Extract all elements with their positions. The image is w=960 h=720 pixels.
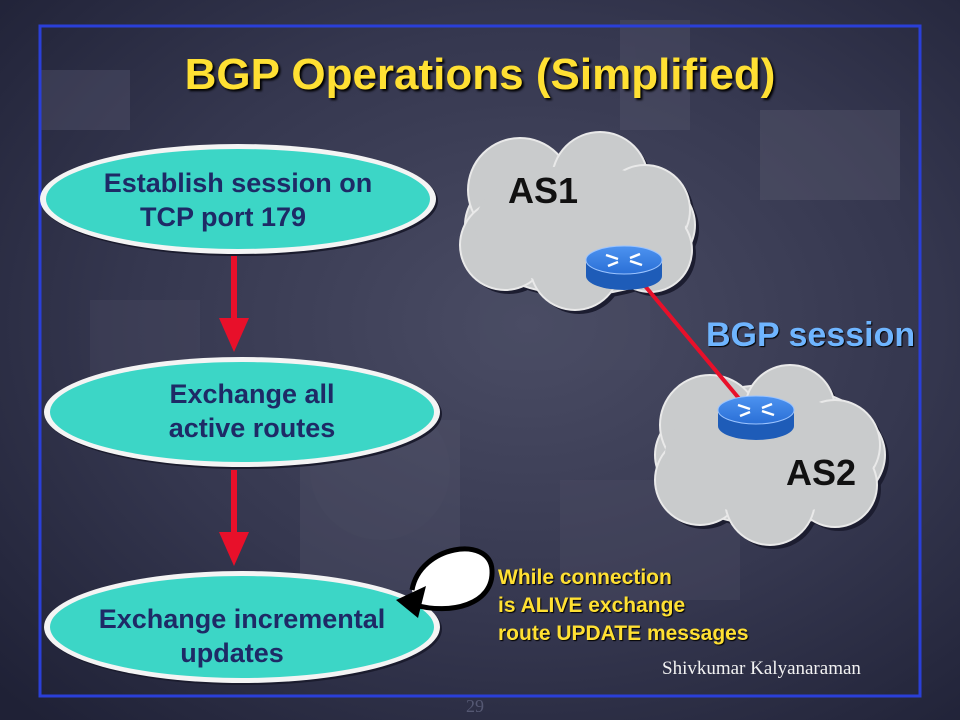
- as2-label: AS2: [786, 452, 857, 493]
- step-2-line-1: Exchange all: [169, 379, 335, 409]
- router-icon: [585, 245, 663, 290]
- update-note: While connection is ALIVE exchange route…: [498, 564, 749, 648]
- slide-frame: [38, 24, 922, 698]
- step-3-text: Exchange incremental updates: [52, 602, 432, 670]
- step-1-line-1: Establish session on: [103, 168, 373, 198]
- flow-arrow-1: [219, 252, 249, 352]
- bgp-session-link: [638, 278, 744, 404]
- note-line-2: is ALIVE exchange: [498, 594, 686, 617]
- router-icon: [717, 395, 795, 440]
- note-line-3: route UPDATE messages: [498, 622, 749, 645]
- slide-title: BGP Operations (Simplified): [184, 50, 776, 99]
- bgp-session-label: BGP session: [706, 316, 916, 354]
- step-2-line-2: active routes: [168, 413, 336, 443]
- step-oval-establish: [40, 144, 438, 256]
- step-1-text: Establish session on TCP port 179: [48, 166, 428, 234]
- step-oval-incremental: [44, 571, 442, 685]
- step-1-line-2: TCP port 179: [139, 202, 307, 232]
- step-3-line-1: Exchange incremental: [98, 604, 386, 634]
- step-oval-exchange-all: [44, 357, 442, 469]
- author-name: Shivkumar Kalyanaraman: [662, 658, 861, 679]
- step-2-text: Exchange all active routes: [62, 377, 442, 445]
- step-3-line-2: updates: [180, 638, 284, 668]
- page-number: 29: [466, 696, 484, 716]
- note-line-1: While connection: [498, 566, 672, 589]
- flow-arrow-2: [219, 470, 249, 566]
- as1-label: AS1: [508, 170, 579, 211]
- loop-arrow: [396, 546, 495, 618]
